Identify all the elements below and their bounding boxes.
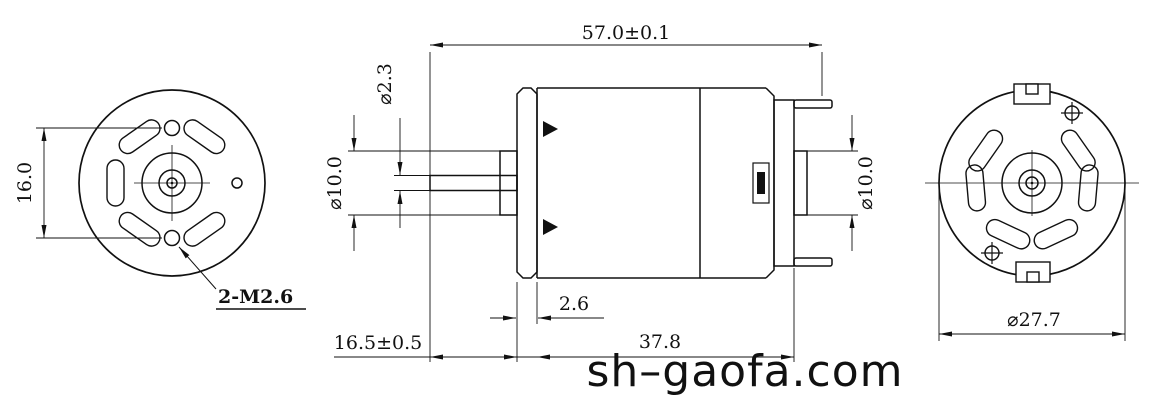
- rear-screw-top-right: [1061, 102, 1083, 124]
- rear-crimp-tab-top: [1013, 83, 1051, 105]
- brush-detail-fill: [757, 172, 765, 194]
- front-outer-case: [78, 89, 266, 277]
- dim-body-length: 37.8: [639, 331, 681, 353]
- side-view-dimensions: [334, 42, 858, 362]
- front-view-dimensions: [36, 127, 306, 310]
- front-view: [78, 89, 266, 277]
- dim-overall-length: 57.0±0.1: [582, 22, 670, 44]
- brush-detail: [752, 162, 770, 204]
- dim-shaft-diameter: ⌀2.3: [374, 63, 396, 105]
- leader-line-mounting-holes: [178, 246, 217, 290]
- rear-screw-bottom-left: [981, 242, 1003, 264]
- front-mounting-hole-bottom: [163, 229, 181, 247]
- side-view: [429, 87, 833, 279]
- vent-mark-top: [543, 121, 558, 137]
- rear-bushing: [793, 150, 808, 216]
- rear-view-dimensions: [938, 189, 1126, 341]
- vent-mark-bottom: [543, 219, 558, 235]
- dim-front-bushing-diameter: ⌀10.0: [324, 156, 346, 210]
- watermark-text: sh–gaofa.com: [586, 346, 903, 397]
- terminal-bottom: [793, 257, 833, 267]
- terminal-top: [793, 99, 833, 109]
- rear-crimp-tab-bottom: [1015, 261, 1051, 283]
- rear-view: [925, 83, 1139, 283]
- front-pin-hole: [231, 177, 243, 189]
- dim-front-step: 2.6: [559, 293, 589, 315]
- label-mounting-holes: 2-M2.6: [218, 286, 293, 308]
- front-mounting-hole-top: [163, 119, 181, 137]
- dim-body-diameter: ⌀27.7: [1007, 309, 1061, 331]
- dim-shaft-extension: 16.5±0.5: [334, 332, 422, 354]
- dim-hole-spacing: 16.0: [14, 162, 36, 204]
- dim-rear-bushing-diameter: ⌀10.0: [855, 156, 877, 210]
